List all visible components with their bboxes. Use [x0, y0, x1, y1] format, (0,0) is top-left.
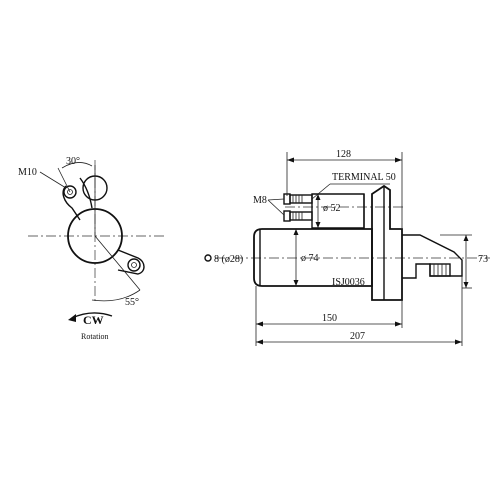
dim-128-arrow-left — [287, 157, 294, 163]
pilot-hole-symbol — [204, 254, 212, 262]
angle-30-arc — [61, 162, 93, 169]
dim-207-label: 207 — [350, 331, 365, 342]
dim-73-label: 73 — [478, 254, 488, 265]
terminal-threads — [292, 195, 303, 220]
pinion-nose — [402, 234, 463, 279]
end-view: 30° M10 55° CW Rotation — [18, 156, 165, 341]
m8-label: M8 — [253, 195, 267, 206]
part-number: ISJ0036 — [332, 277, 365, 288]
angle-55-ref — [94, 235, 141, 291]
dim-207-arrow-right — [455, 339, 462, 345]
dim-207-arrow-left — [256, 339, 263, 345]
dim-52-arrow-top — [315, 194, 321, 200]
dim-74-arrow-bottom — [293, 280, 299, 286]
m10-label: M10 — [18, 167, 37, 178]
dim-128-arrow-right — [395, 157, 402, 163]
dim-150-arrow-right — [395, 321, 402, 327]
m10-leader — [39, 171, 67, 189]
flange-arm-lower — [117, 249, 145, 275]
motor-body — [253, 228, 373, 287]
dim-150-label: 150 — [322, 313, 337, 324]
pinion-gear — [429, 263, 451, 277]
rotation-caption: Rotation — [81, 332, 109, 341]
drive-end-flange — [371, 184, 403, 301]
terminal-50-leader — [311, 183, 331, 200]
bolt-hole-lower-inner — [131, 262, 137, 268]
m8-leader-upper — [267, 198, 285, 201]
angle-30-leader — [57, 167, 71, 193]
dim-74-label: ø 74 — [301, 253, 319, 264]
bolt-hole-upper — [63, 185, 77, 199]
dim-73-arrow-top — [463, 235, 469, 241]
dim-128-label: 128 — [336, 149, 351, 160]
angle-55-label: 55° — [125, 297, 139, 308]
side-view: 128 TERMINAL 50 M8 ø 52 ø 74 8 (ø28) ISJ… — [204, 149, 490, 346]
rotation-direction: CW — [83, 313, 104, 327]
angle-30-label: 30° — [66, 156, 80, 167]
angle-55-arc — [91, 289, 141, 302]
rotation-arrowhead — [68, 314, 76, 322]
flange-arm-upper-inner — [79, 177, 93, 209]
m8-leader-lower — [267, 199, 285, 216]
dim-73-arrow-bottom — [463, 282, 469, 288]
dim-52-arrow-bottom — [315, 222, 321, 228]
bolt-hole-upper-inner — [67, 189, 73, 195]
flange-arm-upper — [62, 185, 81, 221]
terminal-nut-lower — [283, 210, 291, 222]
terminal-50-label: TERMINAL 50 — [332, 172, 396, 183]
dim-52-label: ø 52 — [323, 203, 341, 214]
bolt-hole-lower — [127, 258, 141, 272]
dim-74-arrow-top — [293, 229, 299, 235]
pilot-diameter-label: 8 (ø28) — [214, 254, 243, 265]
dim-150-arrow-left — [256, 321, 263, 327]
